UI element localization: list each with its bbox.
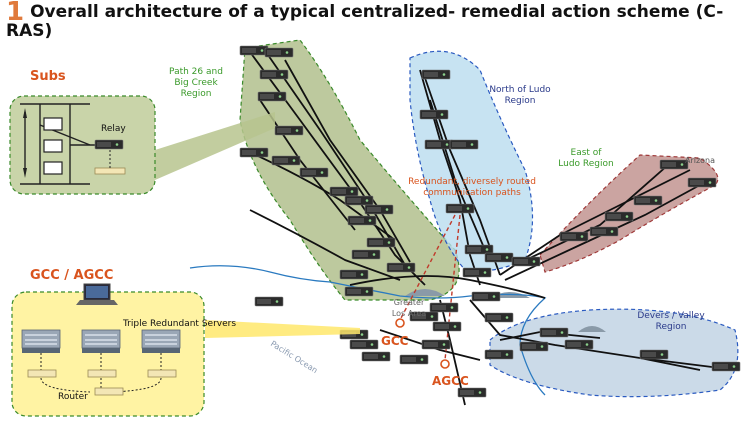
region-devers-label-1: Devers / Valley [637,311,705,321]
server-icon-2 [81,329,121,354]
region-path26-label-1: Path 26 and [169,67,223,77]
relay-schematic [20,103,95,185]
server-icon-1 [21,329,61,354]
gcc-label: GCC [381,334,409,348]
servers-callout-beam [205,320,360,338]
laptop-icon [76,283,118,305]
region-north-ludo-label-1: North of Ludo [489,85,551,95]
router-icon [94,387,124,396]
region-north-ludo [409,50,534,272]
agcc-marker [440,359,450,369]
region-north-ludo-label-2: Region [505,96,536,106]
greater-la-label-2: Los Area [392,309,426,318]
subs-label: Subs [30,69,66,84]
figure-title-text: Overall architecture of a typical centra… [6,2,724,41]
greater-la-label-1: Greater [394,298,425,307]
region-path26 [239,39,460,301]
triple-servers-label: Triple Redundant Servers [122,319,236,329]
agcc-label: AGCC [432,374,469,388]
region-east-ludo-label-1: East of [571,148,603,158]
communication-paths [399,214,461,361]
relay-router-icon [94,167,126,175]
subs-callout-beam [155,112,275,180]
region-path26-label-3: Region [181,89,212,99]
region-devers [489,308,739,398]
relay-label: Relay [101,124,126,134]
redundant-paths-label-2: communication paths [423,188,521,198]
redundant-paths-label-1: Redundant, diversely routed [408,177,536,187]
server-icon-3 [141,329,181,354]
figure-number: 1 [6,0,25,27]
gcc-marker [395,318,405,328]
region-devers-label-2: Region [656,322,687,332]
gcc-agcc-heading: GCC / AGCC [30,268,113,283]
pacific-ocean-label: Pacific Ocean [269,339,319,375]
region-arizona-label: Arizona [685,156,715,165]
region-east-ludo-label-2: Ludo Region [558,159,613,169]
router-label: Router [58,392,88,402]
relay-server-icon [94,139,124,150]
region-path26-label-2: Big Creek [174,78,218,88]
